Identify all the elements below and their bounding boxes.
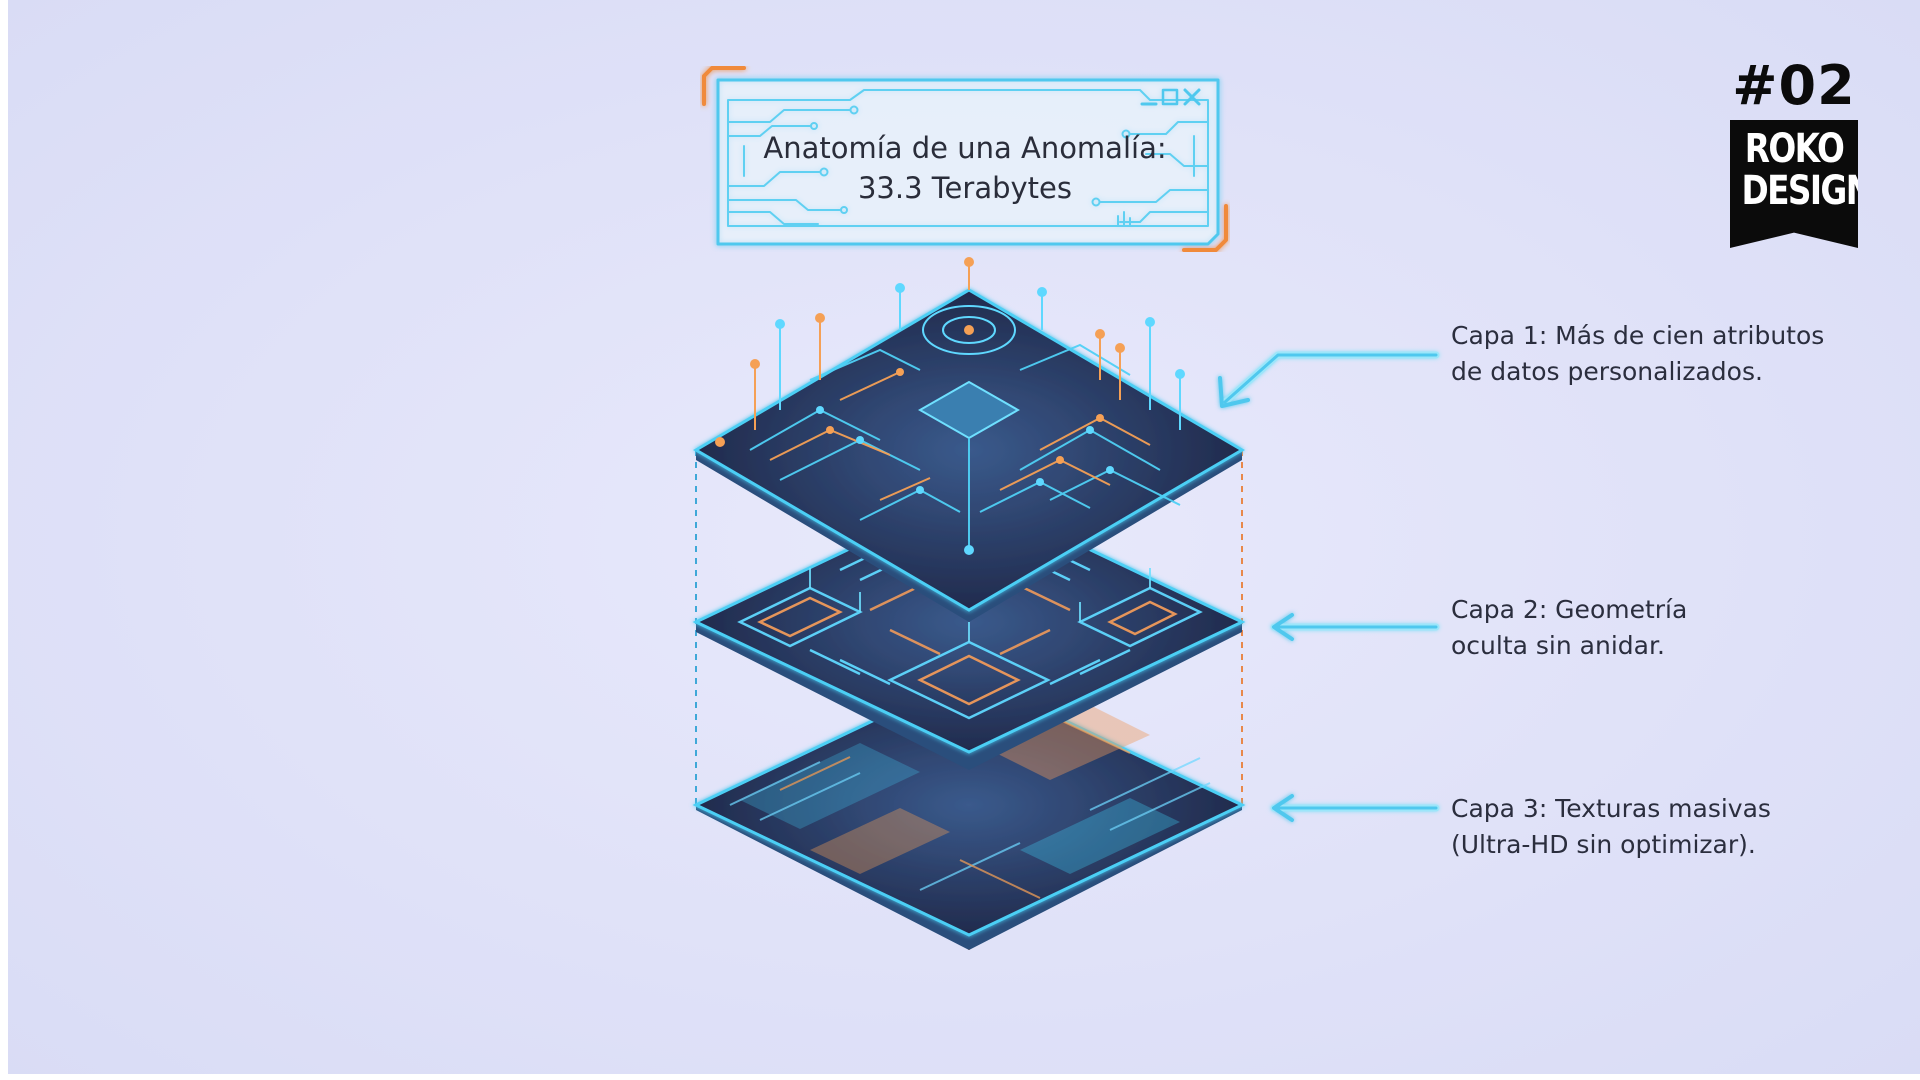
diagram-title: Anatomía de una Anomalía: 33.3 Terabytes bbox=[700, 128, 1230, 208]
brand-name-line-1: ROKO bbox=[1744, 126, 1845, 172]
arrow-layer-2 bbox=[1270, 613, 1440, 641]
title-window: Anatomía de una Anomalía: 33.3 Terabytes bbox=[700, 66, 1230, 252]
title-window-frame bbox=[702, 66, 1228, 252]
layer-2-label: Capa 2: Geometría oculta sin anidar. bbox=[1451, 592, 1687, 664]
brand-badge: ROKO DESIGN bbox=[1730, 120, 1858, 248]
title-line-2: 33.3 Terabytes bbox=[857, 171, 1072, 205]
maximize-icon bbox=[1161, 88, 1179, 106]
layer-3-label: Capa 3: Texturas masivas (Ultra-HD sin o… bbox=[1451, 791, 1771, 863]
episode-number: #02 bbox=[1732, 54, 1856, 117]
layer-1-label-line-1: Capa 1: Más de cien atributos bbox=[1451, 321, 1825, 350]
left-margin-strip bbox=[0, 0, 8, 1080]
layer-2-label-line-2: oculta sin anidar. bbox=[1451, 631, 1665, 660]
brand-name-line-2: DESIGN bbox=[1741, 168, 1872, 214]
layer-3-label-line-2: (Ultra-HD sin optimizar). bbox=[1451, 830, 1756, 859]
layer-stack-diagram bbox=[692, 257, 1440, 950]
arrow-layer-1 bbox=[1218, 351, 1440, 408]
layer-1-data-circuits bbox=[693, 257, 1245, 622]
title-line-1: Anatomía de una Anomalía: bbox=[763, 131, 1167, 165]
close-icon bbox=[1183, 88, 1201, 106]
bottom-margin-strip bbox=[0, 1074, 1920, 1080]
layer-3-label-line-1: Capa 3: Texturas masivas bbox=[1451, 794, 1771, 823]
layer-2-label-line-1: Capa 2: Geometría bbox=[1451, 595, 1688, 624]
arrow-layer-3 bbox=[1270, 794, 1440, 822]
layer-1-label: Capa 1: Más de cien atributos de datos p… bbox=[1451, 318, 1824, 390]
brand-logo: #02 ROKO DESIGN bbox=[1726, 56, 1862, 248]
layer-1-label-line-2: de datos personalizados. bbox=[1451, 357, 1763, 386]
